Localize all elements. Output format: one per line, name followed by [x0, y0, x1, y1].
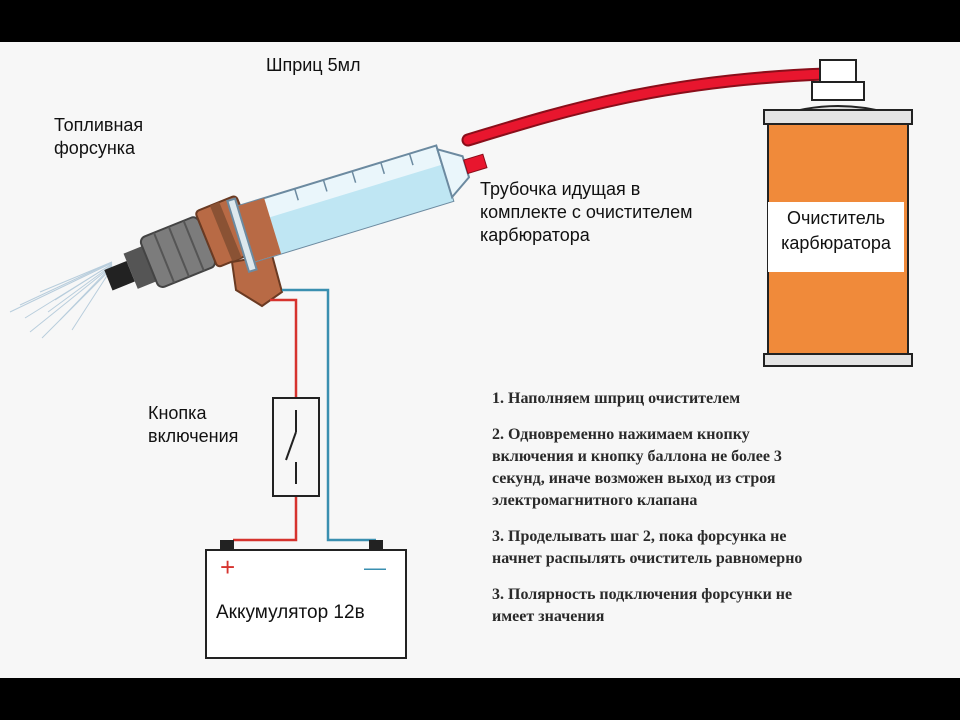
- injector-label-line-2: форсунка: [54, 138, 136, 158]
- injector-connector: [230, 253, 284, 308]
- wire-positive-top: [270, 298, 298, 398]
- tube-label-line-2: комплекте с очистителем: [480, 202, 693, 222]
- battery: [205, 540, 407, 659]
- step-1: 1. Наполняем шприц очистителем: [492, 390, 741, 407]
- cleaner-tube: [463, 69, 831, 145]
- button-label: Кнопка включения: [148, 402, 238, 448]
- step-4: 3. Полярность подключения форсунки не им…: [492, 586, 793, 625]
- button-label-line-2: включения: [148, 426, 239, 446]
- instruction-steps: 1. Наполняем шприц очистителем 2. Одновр…: [492, 388, 932, 642]
- battery-body: [205, 549, 407, 659]
- wire-positive-bottom: [233, 496, 298, 542]
- switch-button-symbol: [272, 397, 320, 497]
- injector-label-line-1: Топливная: [54, 115, 144, 135]
- tube-label-line-1: Трубочка идущая в: [480, 179, 641, 199]
- spray-mist: [9, 261, 113, 339]
- cleaner-label-line-1: Очиститель: [786, 208, 886, 228]
- syringe: [226, 144, 488, 273]
- step-2: 2. Одновременно нажимаем кнопку включени…: [492, 426, 782, 509]
- syringe-label: Шприц 5мл: [266, 55, 361, 75]
- injector-nozzle: [104, 261, 135, 291]
- button-label-line-1: Кнопка: [148, 403, 207, 423]
- battery-plus-sign: +: [220, 552, 236, 582]
- tube-label-line-3: карбюратора: [480, 225, 590, 245]
- syringe-liquid: [241, 164, 454, 263]
- cleaner-label-line-2: карбюратора: [781, 233, 891, 253]
- cleaner-label: Очиститель карбюратора: [768, 202, 904, 272]
- battery-minus-sign: —: [364, 555, 386, 580]
- injector-label: Топливная форсунка: [54, 114, 143, 160]
- tube-label: Трубочка идущая в комплекте с очистителе…: [480, 178, 693, 247]
- step-3: 3. Проделывать шаг 2, пока форсунка не н…: [492, 528, 803, 567]
- wire-negative: [282, 288, 376, 542]
- battery-label: Аккумулятор 12в: [216, 602, 365, 623]
